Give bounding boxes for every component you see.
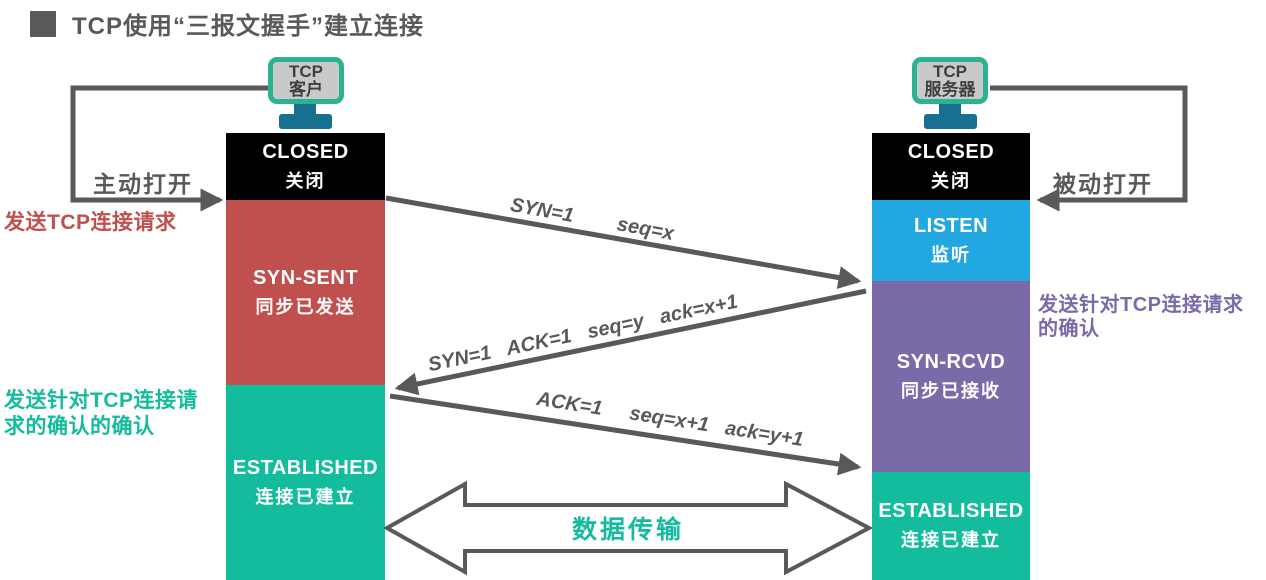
- client-monitor-icon: TCP 客户: [268, 57, 344, 104]
- note-ack-line2: 的确认: [1038, 318, 1100, 340]
- passive-open-label: 被动打开: [1053, 171, 1153, 197]
- note-send-request: 发送TCP连接请求: [4, 210, 177, 236]
- server-state-closed: CLOSED 关闭: [872, 133, 1030, 200]
- page-header: TCP使用“三报文握手”建立连接: [30, 6, 424, 41]
- client-state-closed: CLOSED 关闭: [226, 133, 385, 200]
- note-ack-of-request: 发送针对TCP连接请求 的确认: [1038, 293, 1244, 341]
- message-3-label: ACK=1 seq=x+1 ack=y+1: [535, 388, 805, 452]
- client-state-established: ESTABLISHED 连接已建立: [226, 385, 385, 580]
- note-send-request-text: 发送TCP连接请求: [4, 211, 177, 234]
- state-name-zh: 监听: [931, 244, 971, 265]
- state-name-zh: 关闭: [285, 170, 326, 191]
- client-device-label-line2: 客户: [289, 79, 323, 99]
- page-title: TCP使用“三报文握手”建立连接: [72, 13, 424, 40]
- state-name-zh: 同步已发送: [255, 296, 356, 317]
- note-ack-line1: 发送针对TCP连接请求: [1038, 294, 1244, 316]
- state-name-en: ESTABLISHED: [878, 500, 1024, 522]
- note-ack-of-ack-line2: 求的确认的确认: [4, 415, 155, 438]
- note-ack-of-ack-line1: 发送针对TCP连接请: [4, 389, 198, 412]
- client-monitor-stand-base: [279, 114, 332, 129]
- message-1-label: SYN=1 seq=x: [508, 194, 676, 246]
- server-state-established: ESTABLISHED 连接已建立: [872, 472, 1030, 580]
- client-device-label-line1: TCP: [289, 61, 323, 81]
- state-name-en: SYN-SENT: [252, 266, 359, 289]
- state-name-en: CLOSED: [907, 140, 995, 163]
- client-monitor-stand-neck: [294, 102, 316, 115]
- client-state-syn-sent: SYN-SENT 同步已发送: [226, 200, 385, 385]
- server-state-syn-rcvd: SYN-RCVD 同步已接收: [872, 281, 1030, 472]
- state-name-zh: 同步已接收: [901, 380, 1001, 401]
- state-name-en: LISTEN: [913, 214, 989, 237]
- state-name-en: CLOSED: [262, 140, 349, 163]
- server-device-label-line2: 服务器: [924, 79, 976, 99]
- server-device-label-line1: TCP: [933, 61, 967, 81]
- message-2-label: SYN=1 ACK=1 seq=y ack=x+1: [426, 290, 740, 377]
- message-1-arrow: [385, 195, 862, 289]
- state-name-zh: 连接已建立: [901, 530, 1001, 550]
- note-ack-of-ack: 发送针对TCP连接请 求的确认的确认: [4, 388, 198, 440]
- message-2-arrow: [394, 288, 867, 396]
- active-open-label: 主动打开: [93, 171, 193, 197]
- title-bullet-icon: [30, 10, 56, 37]
- state-name-en: SYN-RCVD: [896, 350, 1006, 373]
- data-transfer-label: 数据传输: [571, 516, 685, 544]
- state-name-zh: 连接已建立: [255, 486, 356, 507]
- server-state-listen: LISTEN 监听: [872, 200, 1030, 281]
- server-monitor-icon: TCP 服务器: [912, 57, 988, 104]
- server-monitor-stand-neck: [939, 102, 961, 115]
- state-name-zh: 关闭: [931, 170, 971, 191]
- server-monitor-stand-base: [924, 114, 977, 129]
- state-name-en: ESTABLISHED: [232, 456, 379, 479]
